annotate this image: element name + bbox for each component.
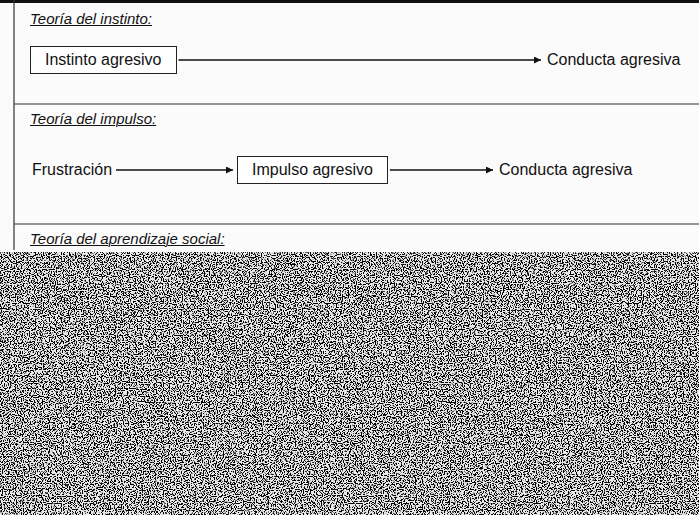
- section-rule: [14, 223, 699, 224]
- noise-ground: [0, 252, 699, 515]
- text-node: Conducta agresiva: [545, 50, 682, 70]
- text-node: Conducta agresiva: [497, 160, 634, 180]
- scan-noise: [0, 252, 699, 515]
- node-text: Frustración: [32, 160, 112, 180]
- node-text: Instinto agresivo: [45, 50, 162, 70]
- top-border: [0, 0, 699, 3]
- arrow-connector: [390, 169, 493, 170]
- node-text: Conducta agresiva: [547, 50, 680, 70]
- section-heading: Teoría del impulso:: [28, 110, 158, 128]
- frame-line: [13, 0, 14, 250]
- text-node: Frustración: [30, 160, 114, 180]
- node-text: Impulso agresivo: [252, 160, 373, 180]
- arrow-connector: [116, 169, 233, 170]
- section-rule: [14, 103, 699, 104]
- arrow-connector: [179, 59, 541, 60]
- section-heading: Teoría del instinto:: [28, 10, 154, 28]
- section-heading: Teoría del aprendizaje social:: [28, 230, 227, 248]
- node-text: Conducta agresiva: [499, 160, 632, 180]
- process-box: Instinto agresivo: [30, 46, 177, 74]
- process-box: Impulso agresivo: [237, 156, 388, 184]
